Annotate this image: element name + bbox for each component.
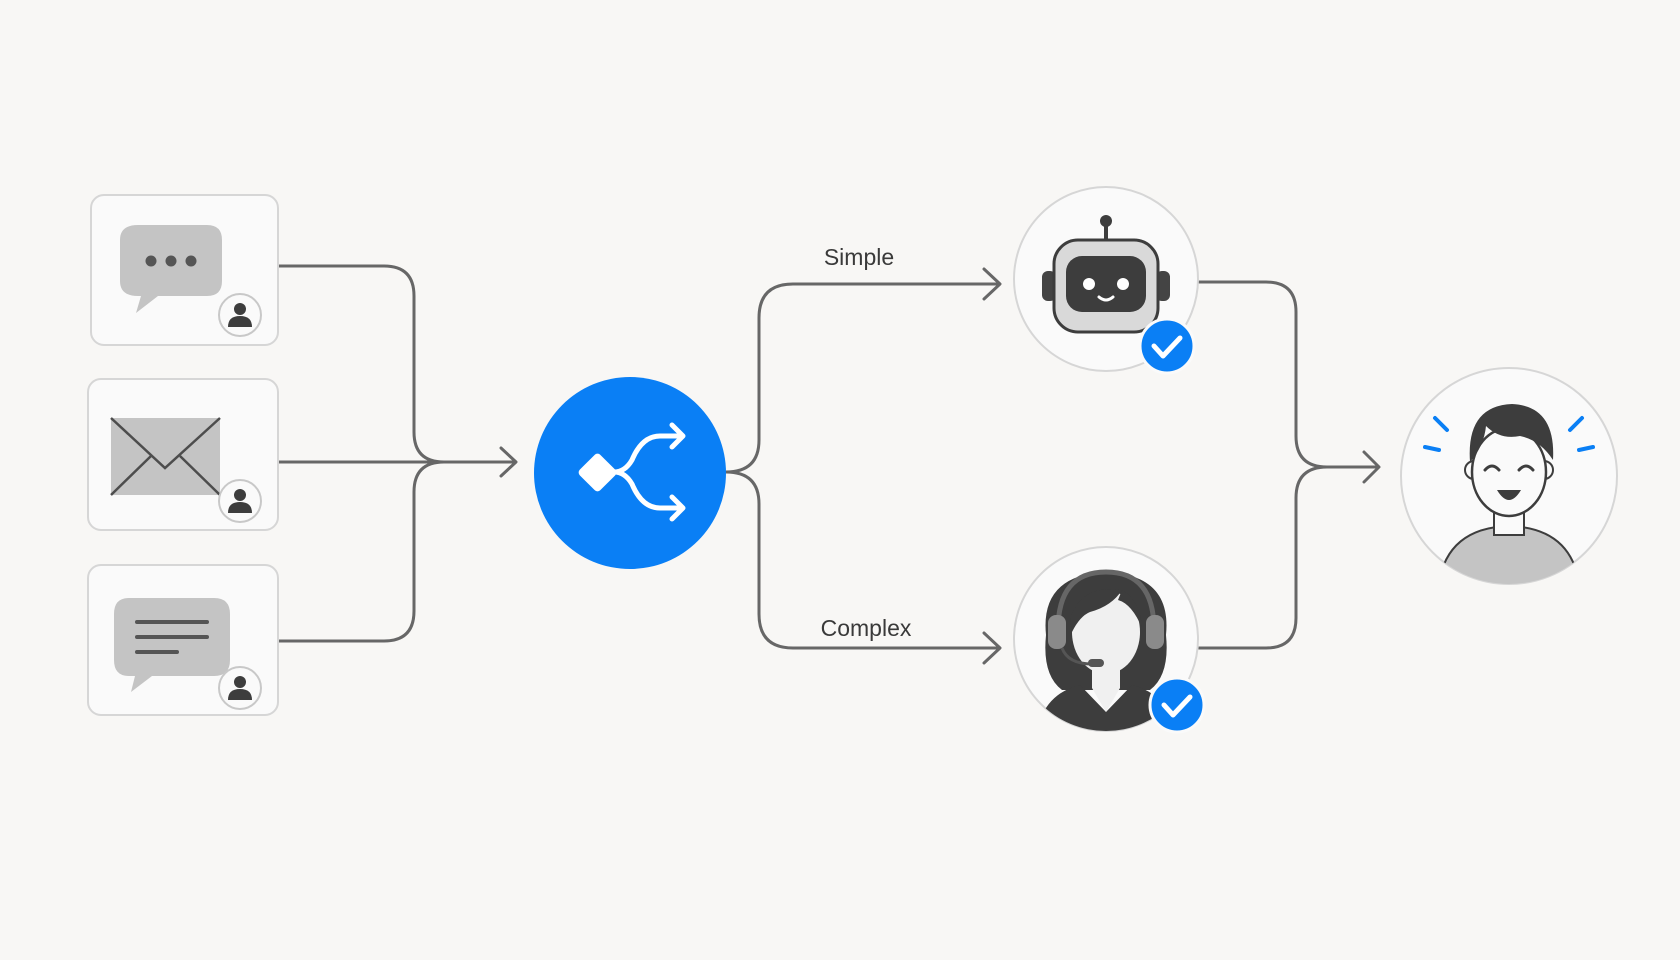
route-simple-label: Simple: [824, 244, 894, 270]
router-node: [534, 377, 726, 569]
route-complex-label: Complex: [821, 615, 912, 641]
user-avatar-icon: [218, 479, 262, 523]
channel-card-message: [87, 564, 279, 716]
check-icon: [1148, 676, 1206, 734]
connector-message-to-router: [276, 460, 516, 643]
arrowhead-to-customer: [1362, 450, 1381, 484]
channel-card-email: [87, 378, 279, 531]
human-agent-node: [1013, 546, 1206, 734]
support-agent-icon: [1036, 569, 1176, 731]
chat-bubble-icon: [120, 225, 222, 313]
bot-agent-node: [1013, 186, 1199, 375]
robot-icon: [1042, 215, 1170, 334]
connector-router-to-bot: [724, 282, 1000, 474]
user-avatar-icon: [218, 293, 262, 337]
check-icon: [1138, 317, 1196, 375]
user-avatar-icon: [218, 666, 262, 710]
customer-node: [1400, 367, 1618, 585]
connector-human-to-customer: [1197, 465, 1380, 650]
envelope-icon: [110, 417, 221, 496]
arrowhead-to-human: [982, 631, 1002, 665]
split-route-icon: [578, 422, 686, 522]
connector-router-to-human: [724, 470, 1000, 650]
excitement-marks: [1423, 416, 1595, 452]
connector-chat-to-router: [276, 264, 516, 464]
connector-lines: [276, 264, 1381, 665]
message-lines-icon: [114, 598, 230, 692]
arrowhead-to-router: [499, 446, 518, 478]
connector-bot-to-customer: [1197, 280, 1380, 469]
arrowhead-to-bot: [982, 267, 1002, 301]
channel-card-chat: [90, 194, 279, 346]
